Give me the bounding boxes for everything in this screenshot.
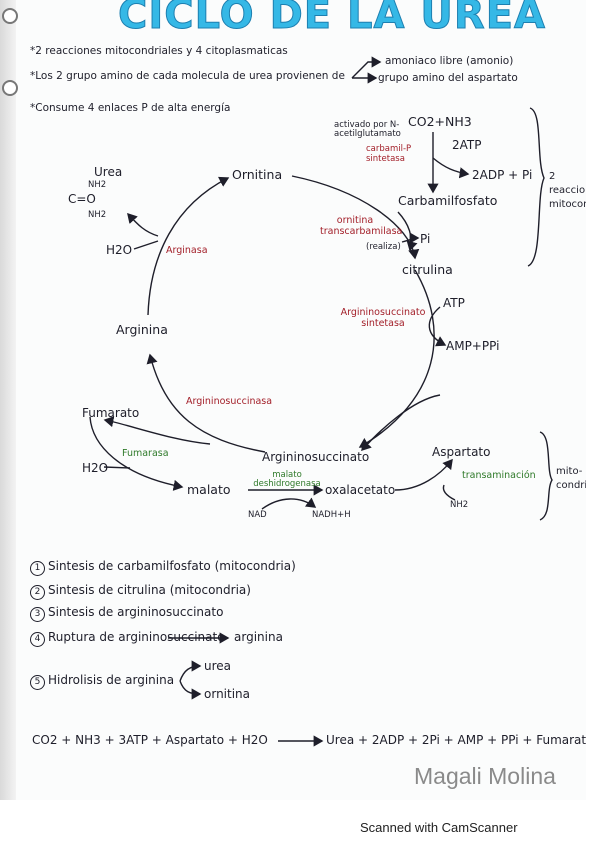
overall-equation-products: Urea + 2ADP + 2Pi + AMP + PPi + Fumarato: [326, 733, 586, 747]
pi-release-note: (realiza): [366, 242, 401, 252]
note-branch-bottom: grupo amino del aspartato: [378, 72, 518, 84]
urea-cycle-arrows: [89, 56, 553, 747]
overall-equation-reactants: CO2 + NH3 + 3ATP + Aspartato + H2O: [32, 733, 268, 747]
urea-nh2-bottom: NH2: [88, 210, 107, 220]
h2o-fumarasa: H2O: [82, 461, 109, 475]
argininosuccinato-sintetasa: Argininosuccinato sintetasa: [340, 307, 426, 329]
oxalacetato-label: oxalacetato: [325, 483, 396, 497]
step-number: 3: [30, 607, 45, 622]
reactants-co2-nh3: CO2+NH3: [408, 114, 472, 129]
pi-label: Pi: [420, 232, 431, 246]
transaminacion: transaminación: [462, 470, 536, 481]
step-number: 2: [30, 585, 45, 600]
step-4-result: arginina: [234, 630, 283, 644]
carbamil-p-sintetasa: carbamil-P sintetasa: [366, 144, 412, 164]
mitochondria-brace-label: 2 reacciones mitocondria: [549, 171, 586, 210]
products-2adp-pi: 2ADP + Pi: [472, 168, 533, 182]
note-branch-top: amoniaco libre (amonio): [385, 55, 514, 67]
step-text: Ruptura de argininosuccinato: [48, 630, 225, 644]
note-2: *Los 2 grupo amino de cada molecula de u…: [30, 70, 345, 82]
ornitina-transcarbamilasa: ornitina transcarbamilasa: [320, 215, 403, 237]
step-number: 1: [30, 561, 45, 576]
urea-label: Urea: [94, 165, 123, 179]
urea-nh2-top: NH2: [88, 180, 107, 190]
note-3: *Consume 4 enlaces P de alta energía: [30, 102, 231, 114]
binder-edge: [0, 0, 18, 800]
step-number: 4: [30, 632, 45, 647]
step-number: 5: [30, 675, 45, 690]
atp-label: ATP: [443, 296, 465, 310]
binder-ring: [2, 80, 18, 96]
fumarato-label: Fumarato: [82, 406, 140, 420]
urea-carbonyl: C=O: [68, 192, 96, 206]
h2o-arginasa: H2O: [106, 243, 133, 257]
malato-deshidrogenasa: malato deshidrogenasa: [253, 470, 321, 489]
malato-label: malato: [187, 482, 231, 497]
arginasa: Arginasa: [166, 245, 208, 256]
argininosuccinasa: Argininosuccinasa: [186, 396, 273, 407]
nad-label: NAD: [248, 510, 267, 520]
binder-ring: [2, 8, 18, 24]
carbamilfosfato-label: Carbamilfosfato: [398, 193, 498, 208]
author-watermark: Magali Molina: [414, 763, 556, 789]
nadh-label: NADH+H: [312, 510, 351, 520]
arginina-label: Arginina: [116, 322, 168, 337]
citrulina-label: citrulina: [402, 262, 453, 277]
mito-brace-label: mito-condria: [556, 466, 586, 491]
page-title: CICLO DE LA UREA: [118, 0, 546, 39]
step-text: Sintesis de argininosuccinato: [48, 605, 224, 619]
activator-note: activado por N-acetilglutamato: [334, 120, 401, 139]
notebook-page: CICLO DE LA UREA *2 reacciones mitocondr…: [0, 0, 586, 800]
aspartato-label: Aspartato: [432, 445, 491, 459]
nh2-label: NH2: [450, 500, 469, 510]
note-1: *2 reacciones mitocondriales y 4 citopla…: [30, 45, 288, 57]
scanner-footer: Scanned with CamScanner: [360, 820, 518, 835]
step-text: Sintesis de carbamilfosfato (mitocondria…: [48, 559, 296, 573]
ornitina-label: Ornitina: [232, 167, 283, 182]
fumarasa: Fumarasa: [122, 448, 169, 459]
amp-ppi-label: AMP+PPi: [446, 339, 500, 353]
step-text: Sintesis de citrulina (mitocondria): [48, 583, 251, 597]
argininosuccinato-label: Argininosuccinato: [262, 450, 370, 464]
step-5-result-urea: urea: [204, 659, 232, 673]
step-5-result-ornitina: ornitina: [204, 687, 251, 701]
atp-2: 2ATP: [452, 138, 482, 152]
step-text: Hidrolisis de arginina: [48, 673, 175, 687]
